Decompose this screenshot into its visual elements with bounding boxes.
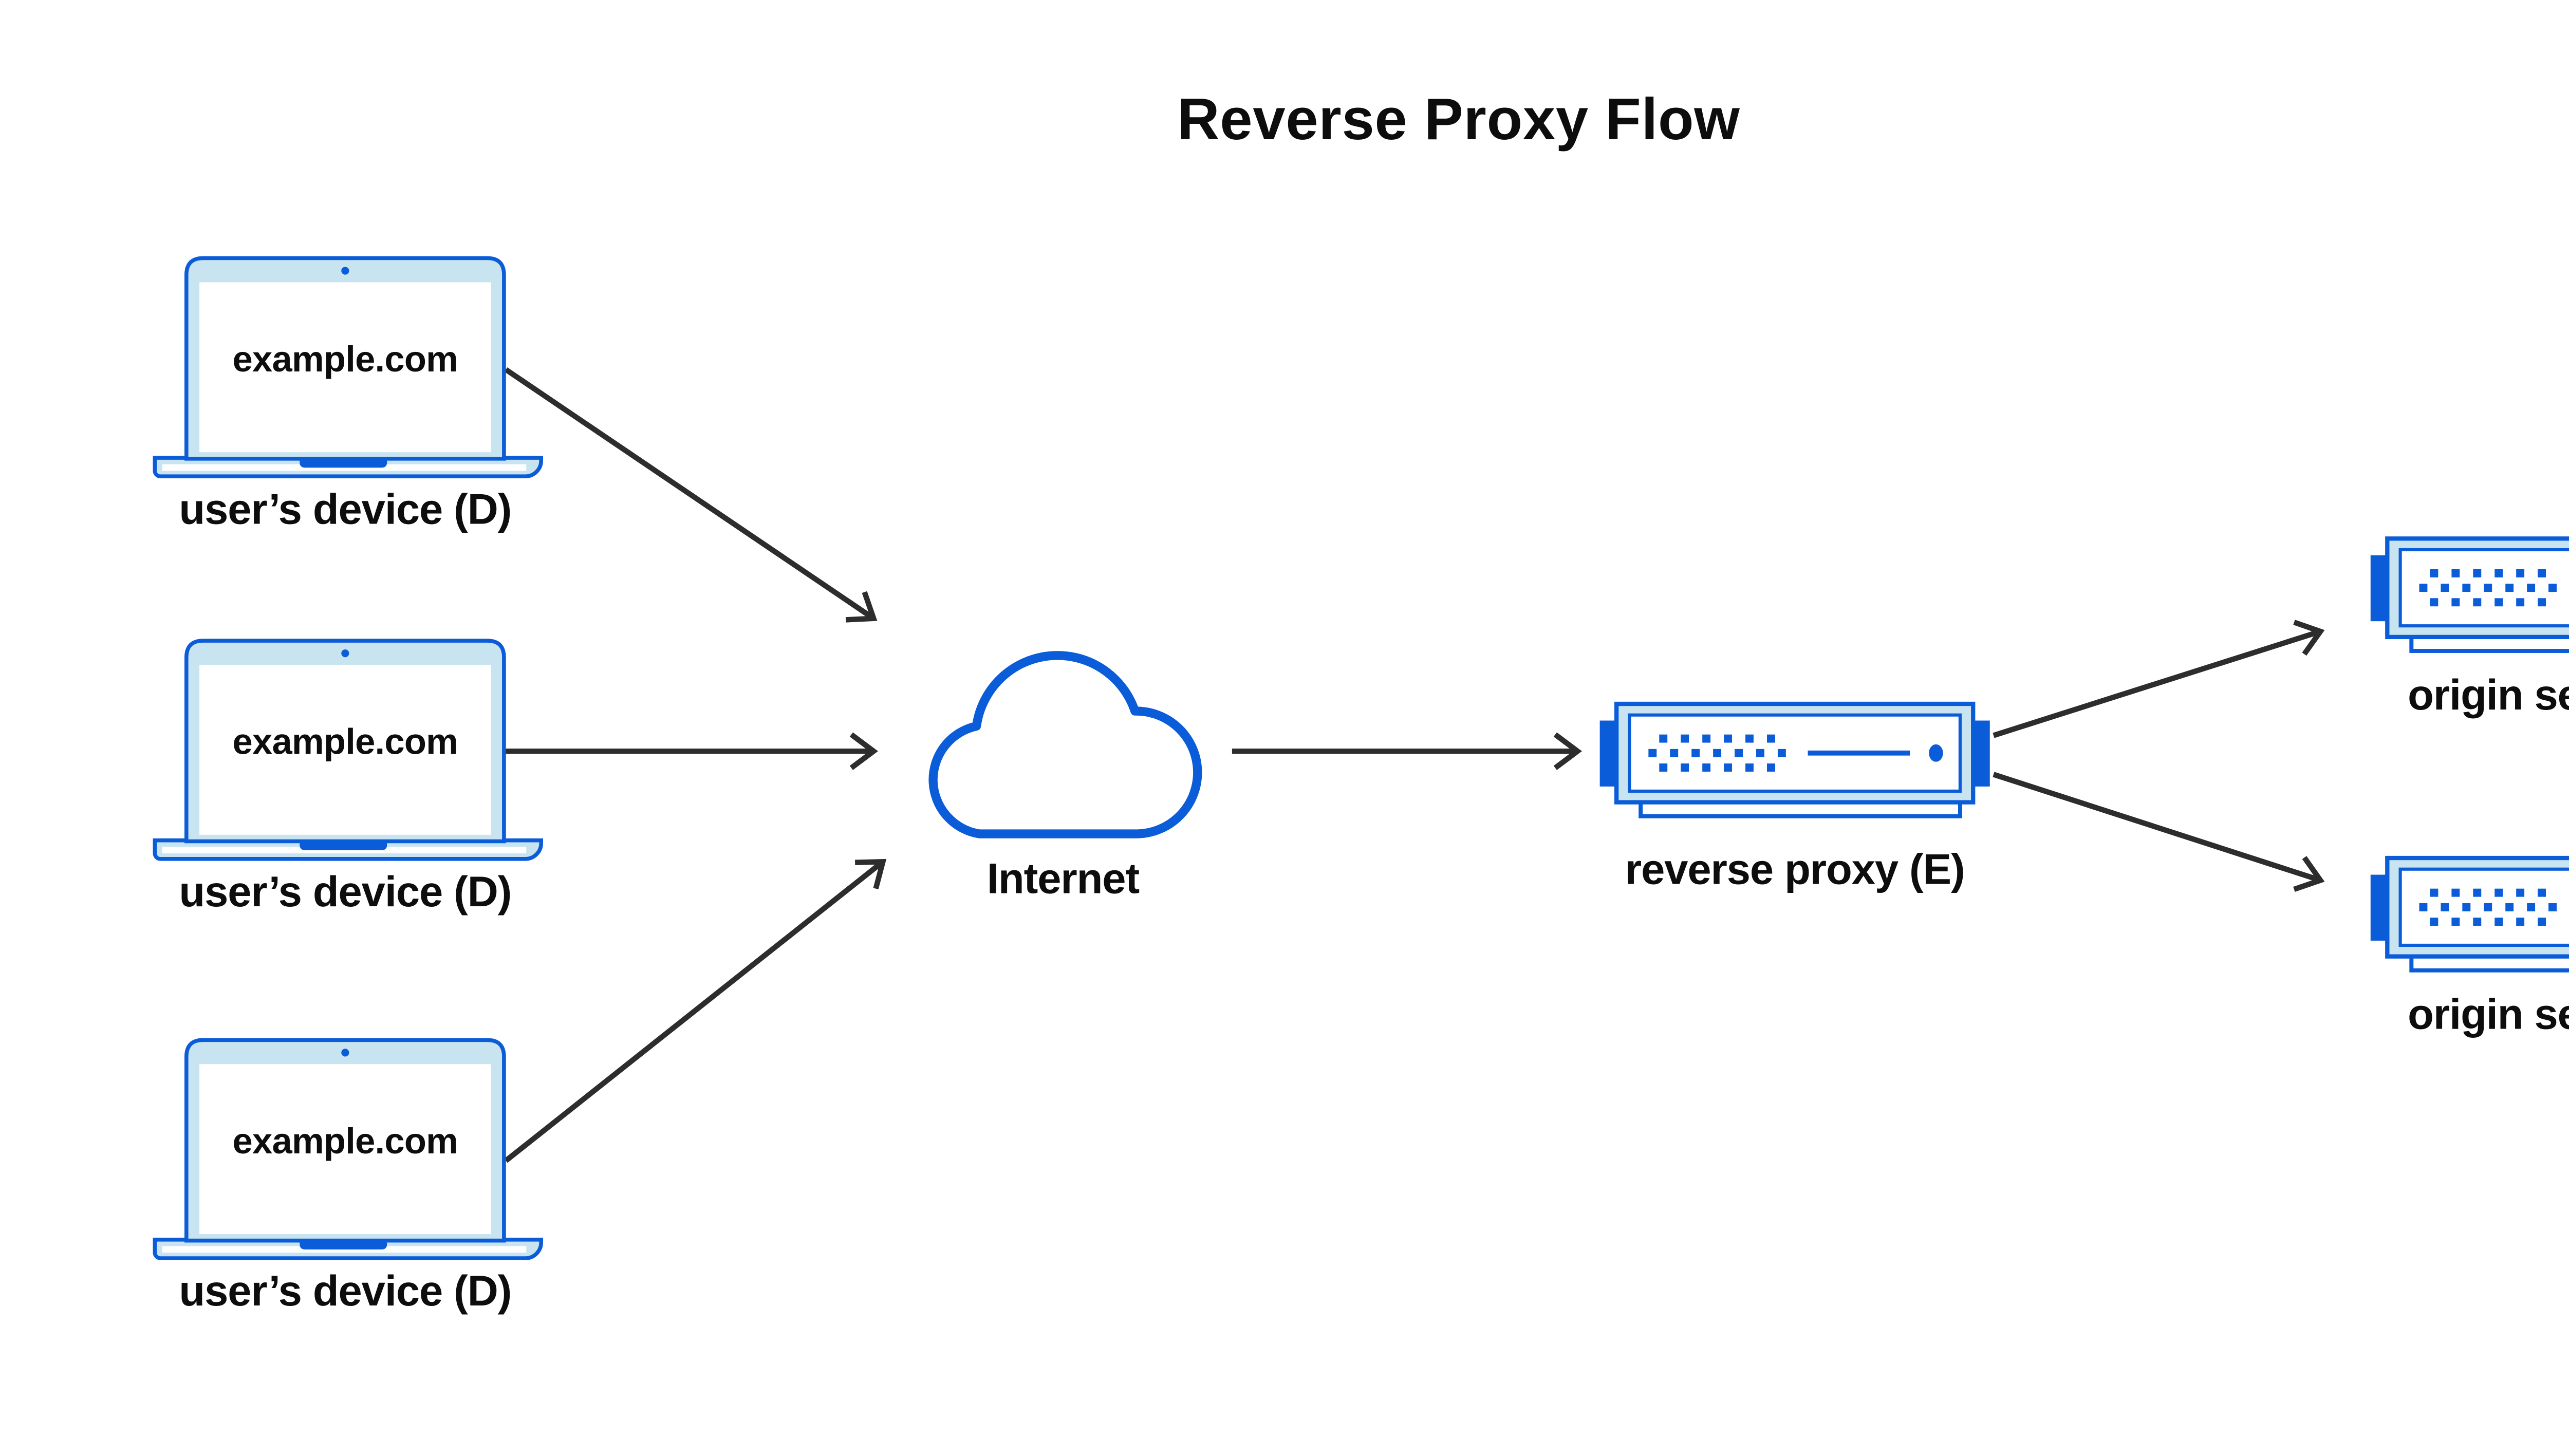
diagram-title: Reverse Proxy Flow bbox=[1177, 87, 1740, 152]
user-device-3: example.com user’s device (D) bbox=[155, 1040, 541, 1315]
origin-server-label: origin server (F) bbox=[2408, 991, 2569, 1038]
user-device-1: example.com user’s device (D) bbox=[155, 258, 541, 533]
arrow-device1-to-internet bbox=[504, 367, 878, 623]
device-label: user’s device (D) bbox=[179, 485, 511, 533]
arrow-proxy-to-origin2 bbox=[1993, 772, 2325, 892]
cloud-icon bbox=[928, 651, 1202, 838]
reverse-proxy-label: reverse proxy (E) bbox=[1625, 846, 1965, 893]
device-label: user’s device (D) bbox=[179, 868, 511, 916]
internet-node: Internet bbox=[928, 651, 1202, 903]
device-screen-text: example.com bbox=[233, 339, 458, 379]
internet-label: Internet bbox=[987, 855, 1140, 903]
origin-server-2: origin server (F) bbox=[2371, 858, 2569, 1038]
device-label: user’s device (D) bbox=[179, 1267, 511, 1315]
flow-arrows bbox=[504, 367, 2325, 1163]
device-screen-text: example.com bbox=[233, 721, 458, 762]
origin-server-label: origin server (F) bbox=[2408, 671, 2569, 719]
user-device-2: example.com user’s device (D) bbox=[155, 641, 541, 916]
arrow-proxy-to-origin1 bbox=[1993, 620, 2325, 738]
device-screen-text: example.com bbox=[233, 1121, 458, 1161]
origin-server-1: origin server (F) bbox=[2371, 538, 2569, 719]
reverse-proxy-node: reverse proxy (E) bbox=[1600, 704, 1990, 893]
arrow-device3-to-internet bbox=[504, 858, 887, 1163]
